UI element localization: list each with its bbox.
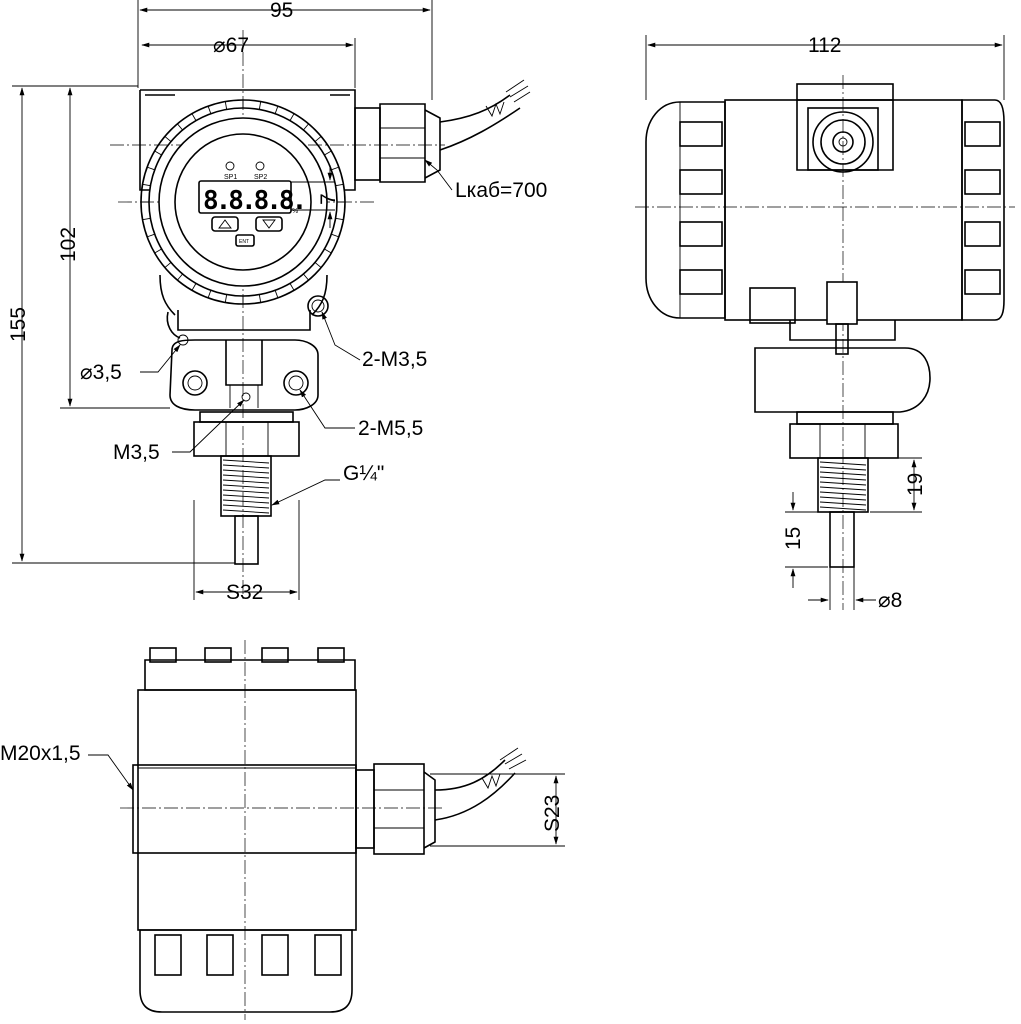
dim-front-width: 95 [270,0,294,22]
indicator-sp2: SP2 [254,174,267,181]
front-view: SP1 SP2 8.8.8.8. % ENT [110,30,531,600]
dim-gland-hex: S23 [541,794,564,832]
dim-cable-length: Lкаб=700 [455,179,548,202]
dim-mount-thread-bottom: 2-M5,5 [358,417,424,440]
side-dimensions [645,35,1005,610]
display-digits: 8.8.8.8. [203,186,304,216]
dim-display-offset: 7 [317,193,340,205]
front-dimensions [12,0,453,600]
dim-tip-length: 15 [782,526,805,550]
dim-thread-length: 19 [904,472,927,496]
dim-mount-thread-top: 2-M3,5 [362,348,428,371]
dim-cable-entry-thread: M20x1,5 [0,742,81,765]
side-view [635,75,1015,610]
dim-total-height: 155 [7,306,30,342]
dim-tip-diameter: ⌀8 [878,589,903,612]
dim-side-width: 112 [808,34,842,57]
dim-ground-screw: M3,5 [113,441,160,464]
enter-button-label: ENT [239,239,249,245]
display-unit: % [292,208,298,215]
indicator-sp1: SP1 [224,174,237,181]
up-arrow-icon [218,219,232,229]
dim-housing-diameter: ⌀67 [213,34,250,57]
bottom-view [88,640,565,1020]
down-arrow-icon [262,219,276,229]
dim-process-thread: G¼" [343,462,385,485]
dim-hex-size: S32 [226,581,264,604]
ring-serrations [141,100,345,304]
dim-mount-hole-small: ⌀3,5 [80,361,122,384]
display-panel: SP1 SP2 8.8.8.8. % ENT [198,161,307,247]
dim-housing-height: 102 [57,226,80,262]
